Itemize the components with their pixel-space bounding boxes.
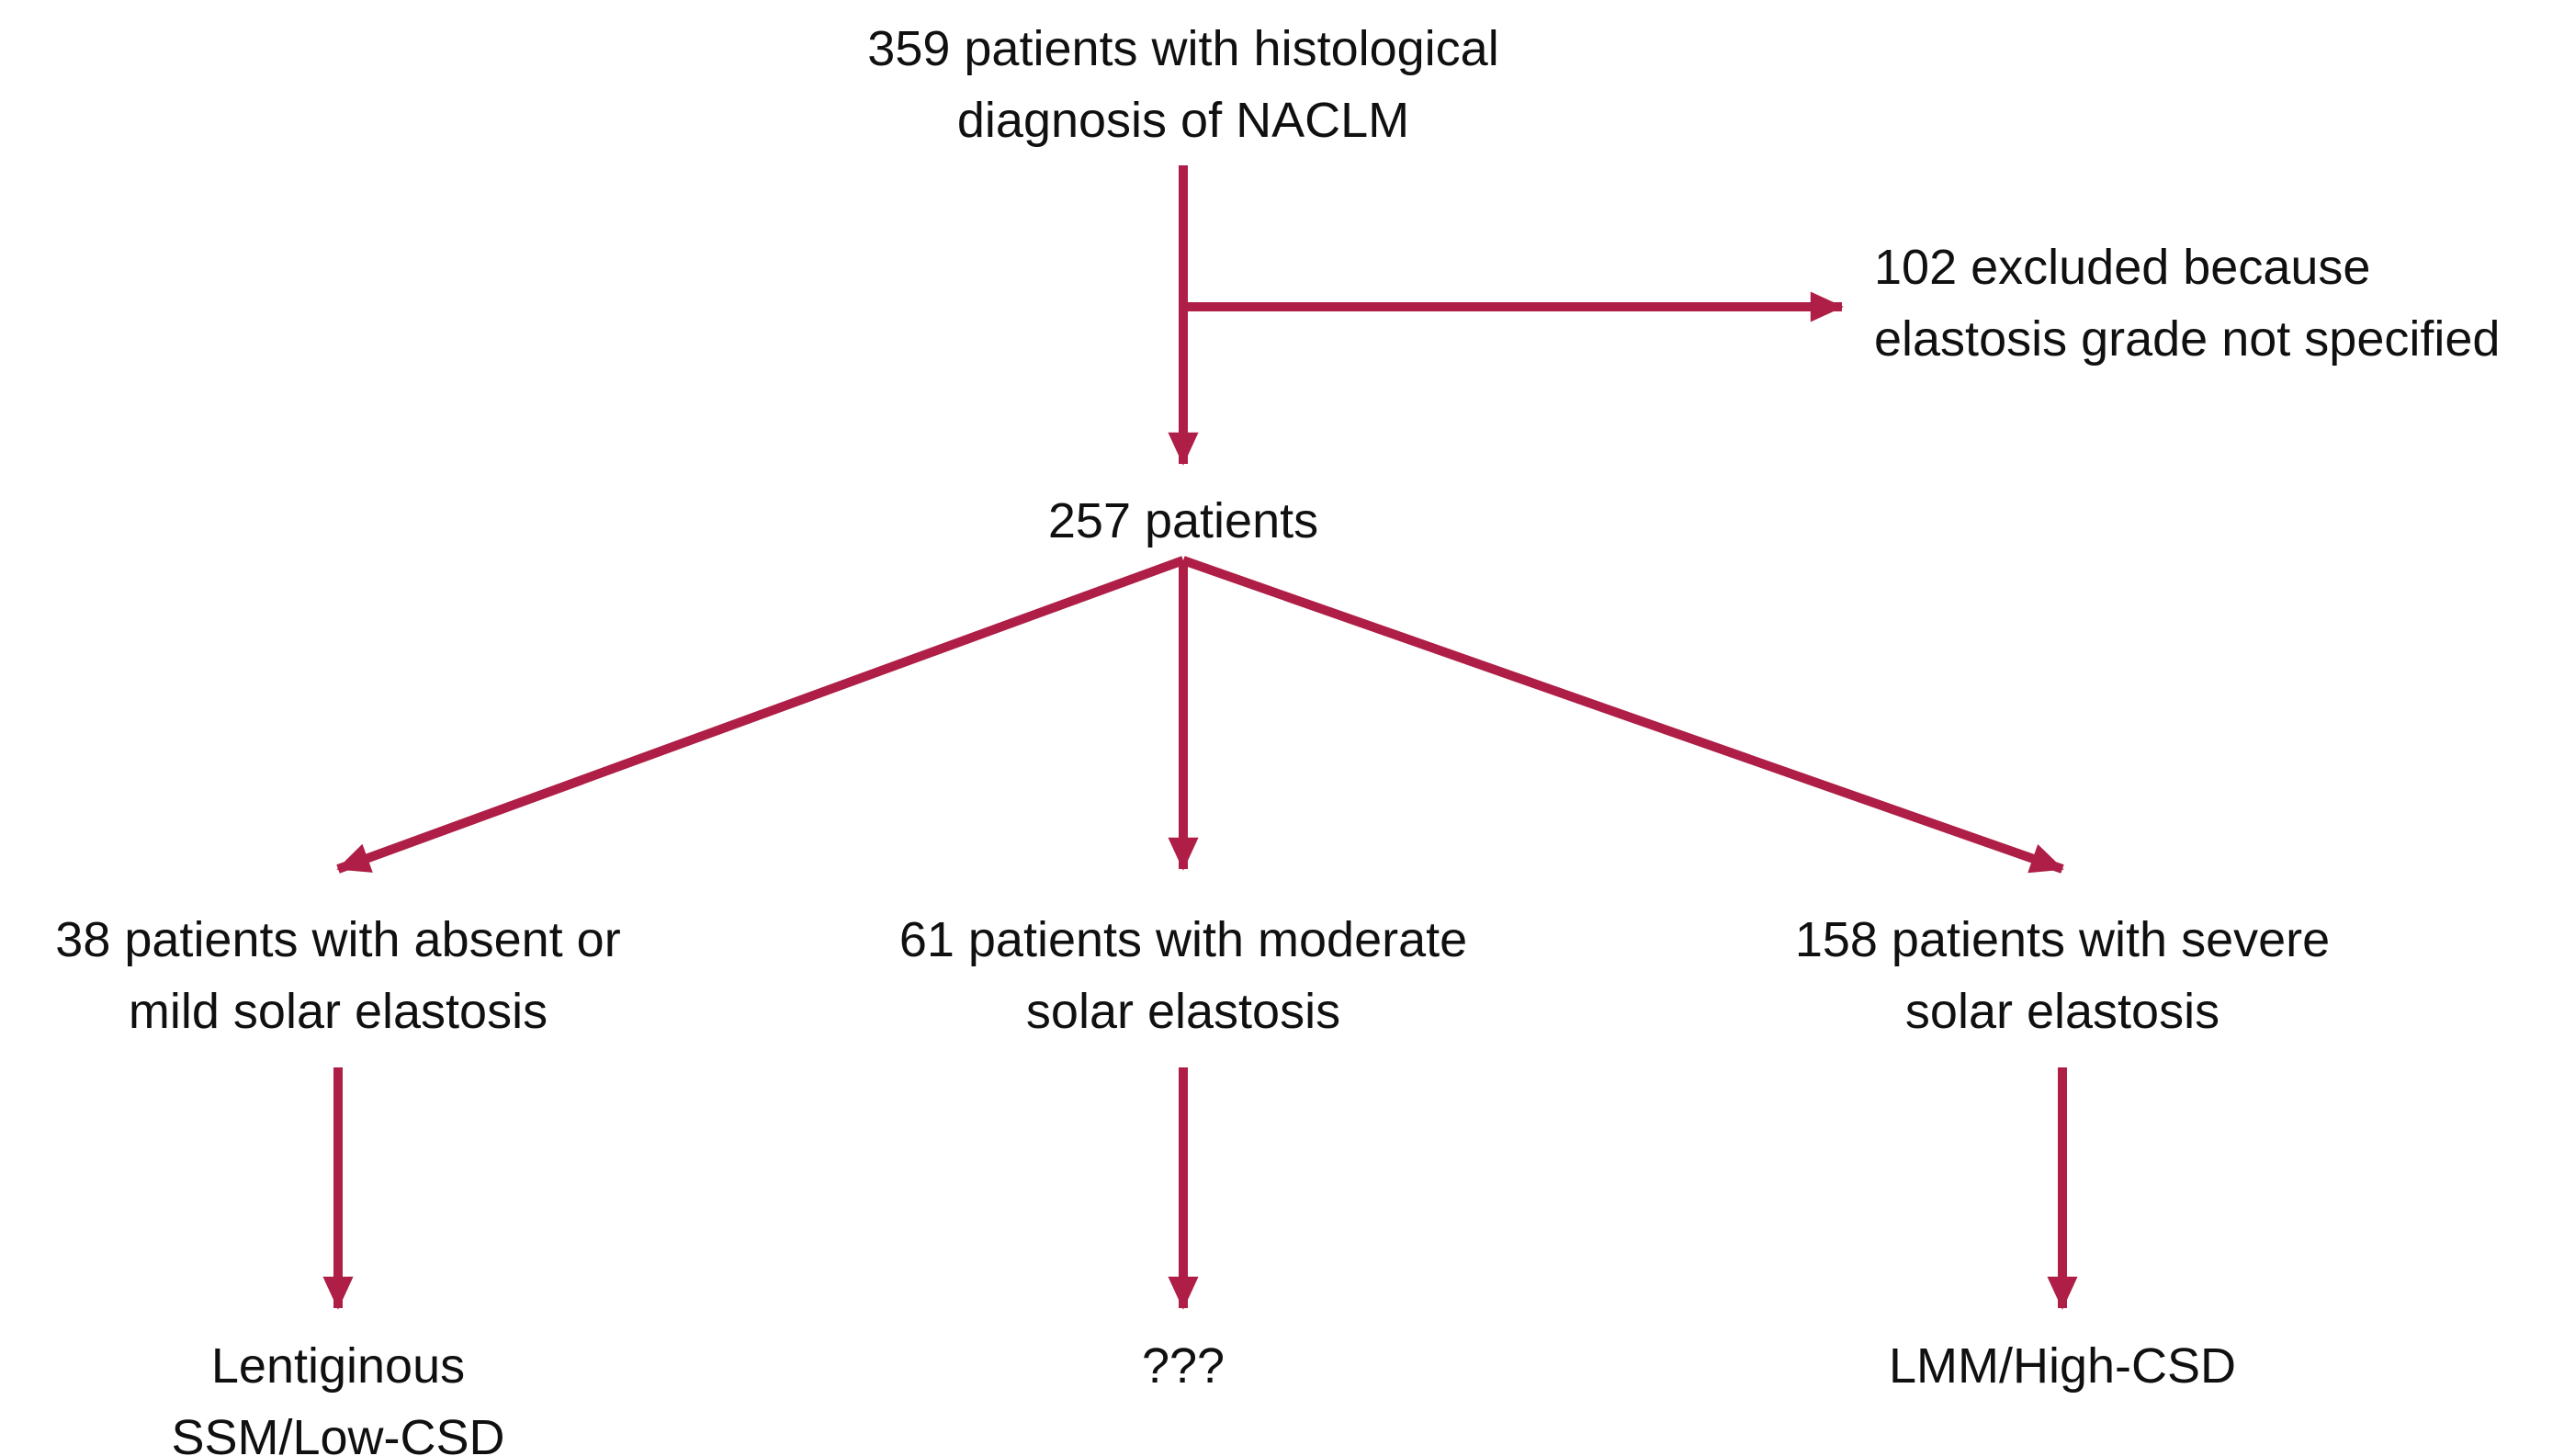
branch-line1: 61 patients with moderate xyxy=(898,912,1468,967)
outcome-line1: Lentiginous xyxy=(210,1338,466,1394)
branch-line2: solar elastosis xyxy=(1904,984,2220,1039)
node-included: 257 patients xyxy=(1048,485,1318,557)
node-root: 359 patients with histological diagnosis… xyxy=(867,13,1498,156)
node-branch-moderate: 61 patients with moderate solar elastosi… xyxy=(899,904,1467,1047)
node-included-label: 257 patients xyxy=(1047,493,1319,548)
node-excluded-line1: 102 excluded because xyxy=(1874,240,2371,295)
node-excluded-line2: elastosis grade not specified xyxy=(1874,311,2501,367)
outcome-line1: LMM/High-CSD xyxy=(1888,1338,2237,1394)
branch-line1: 158 patients with severe xyxy=(1794,912,2331,967)
arrow-branch-left xyxy=(336,556,1185,874)
node-branch-severe: 158 patients with severe solar elastosis xyxy=(1795,904,2330,1047)
node-outcome-severe: LMM/High-CSD xyxy=(1889,1330,2236,1402)
node-branch-absent-mild: 38 patients with absent or mild solar el… xyxy=(55,904,620,1047)
node-outcome-moderate: ??? xyxy=(1142,1330,1225,1402)
arrow-branch-right xyxy=(1181,556,2064,874)
arrow-group xyxy=(322,165,2078,1310)
outcome-line2: SSM/Low-CSD xyxy=(171,1410,505,1456)
branch-line2: solar elastosis xyxy=(1025,984,1341,1039)
node-root-line1: 359 patients with histological xyxy=(867,21,1499,76)
branch-line1: 38 patients with absent or xyxy=(55,912,621,967)
branch-line2: mild solar elastosis xyxy=(128,984,548,1039)
node-excluded: 102 excluded because elastosis grade not… xyxy=(1874,231,2500,375)
outcome-line1: ??? xyxy=(1141,1338,1226,1394)
node-root-line2: diagnosis of NACLM xyxy=(956,93,1410,148)
node-outcome-absent-mild: Lentiginous SSM/Low-CSD xyxy=(171,1330,504,1456)
